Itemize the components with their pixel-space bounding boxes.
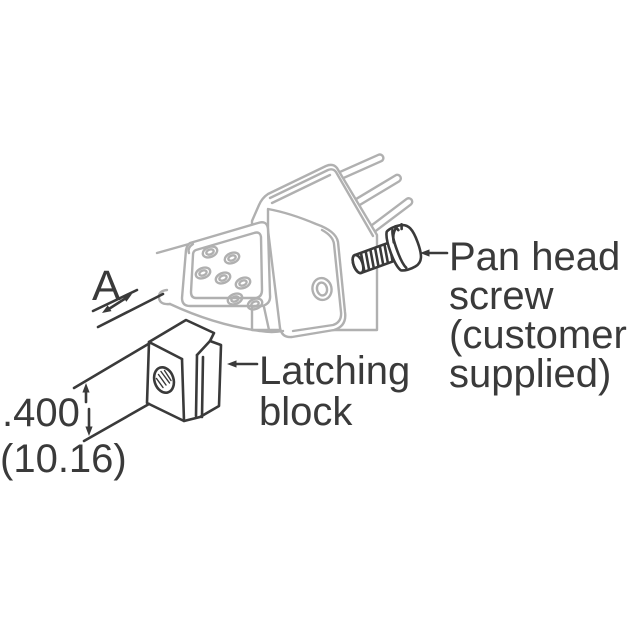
dsub-connector-drawing xyxy=(155,153,414,339)
pan-head-screw-drawing xyxy=(351,223,423,275)
screw-label-line2: screw xyxy=(449,274,554,318)
mounting-hole xyxy=(311,276,333,302)
dim-extension-line xyxy=(96,292,165,329)
connector-body-bottom xyxy=(168,302,285,334)
block-step-edge xyxy=(195,339,212,357)
pin-hole-partial xyxy=(187,242,195,255)
dim-extension-line xyxy=(82,402,151,443)
dim-up-arrowhead xyxy=(82,383,90,393)
dim-down-arrowhead xyxy=(85,426,93,436)
dim-a-label: A xyxy=(92,262,121,310)
connector-body-corner xyxy=(262,305,271,332)
pin-hole xyxy=(214,271,232,285)
screw-arrowhead xyxy=(420,249,430,257)
dsub-face xyxy=(180,221,272,308)
screw-label-line3: (customer xyxy=(449,313,627,357)
height-dim-mm: (10.16) xyxy=(0,437,127,481)
screw-slot xyxy=(391,227,397,244)
latching-block-arrowhead xyxy=(227,360,237,368)
latching-block-label-line2: block xyxy=(259,390,353,434)
dim-extension-line xyxy=(72,341,152,390)
block-threaded-hole xyxy=(152,365,176,395)
pin-hole xyxy=(194,266,212,280)
pin-hole xyxy=(234,276,252,290)
dim-height: .400 (10.16) xyxy=(0,341,152,481)
flange-inner-edge xyxy=(291,228,343,333)
connector-body-edge xyxy=(155,242,191,255)
latching-block-drawing xyxy=(145,318,223,423)
pin-hole xyxy=(226,292,244,306)
dim-a: A xyxy=(91,262,165,329)
dim-a-arrowhead xyxy=(102,305,112,313)
block-front-right-edge xyxy=(180,357,186,423)
latching-block-callout: Latching block xyxy=(227,349,410,434)
screw-label-line4: supplied) xyxy=(449,352,611,396)
screw-label-line1: Pan head xyxy=(449,235,620,279)
bracket-fold-line xyxy=(270,173,332,205)
height-dim-inches: .400 xyxy=(2,391,80,435)
screw-slot-notch xyxy=(394,223,403,232)
block-slot-line xyxy=(194,353,199,418)
screw-callout: Pan head screw (customer supplied) xyxy=(420,235,627,396)
block-front-top-edge xyxy=(147,340,184,361)
pin-hole xyxy=(223,251,241,265)
pin-hole xyxy=(201,245,219,259)
block-slot-line xyxy=(200,355,205,419)
dim-extension-line xyxy=(91,288,139,313)
dim-a-arrow-shaft xyxy=(106,296,128,311)
connector-flange xyxy=(266,207,347,339)
connector-body-hook xyxy=(157,288,172,306)
latching-block-label-line1: Latching xyxy=(259,349,410,393)
dim-a-arrowhead xyxy=(122,294,132,302)
bracket-fold-line xyxy=(268,168,375,238)
screw-head xyxy=(385,223,423,272)
pin-hole xyxy=(246,297,264,311)
